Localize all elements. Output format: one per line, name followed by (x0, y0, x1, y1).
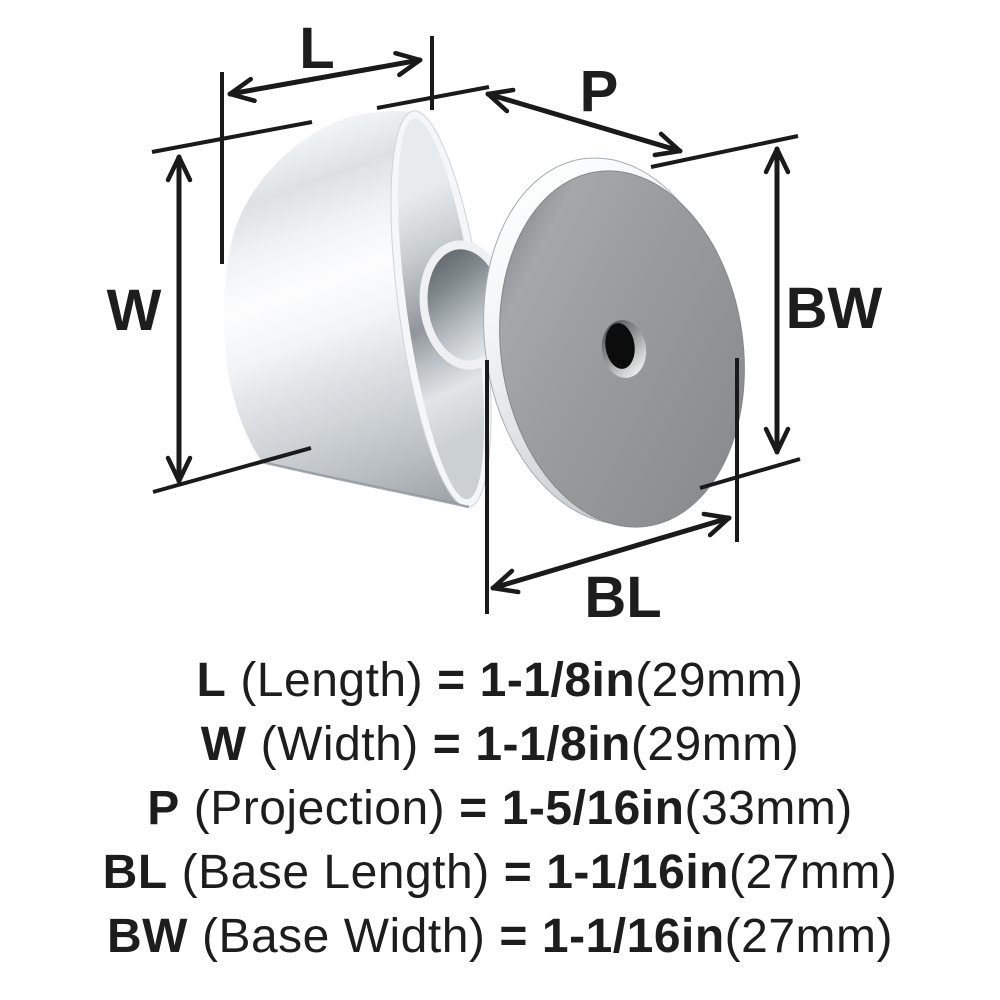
spec-name: (Projection) (193, 782, 446, 835)
spec-metric: (29mm) (635, 654, 804, 707)
spec-name: (Length) (240, 654, 424, 707)
spec-name: (Width) (260, 718, 419, 771)
label-projection: P (580, 59, 619, 124)
base-length-dimension-arrow (490, 511, 732, 595)
projection-extension-left (376, 85, 490, 110)
knob-diagram-svg: L W P BW BL (107, 16, 883, 630)
projection-dimension-arrow (485, 87, 683, 158)
spec-code: BL (102, 846, 168, 899)
spec-equals: = (499, 910, 528, 963)
label-base-width: BW (786, 276, 883, 341)
spec-metric: (27mm) (724, 910, 893, 963)
spec-row-width: W (Width) = 1-1/8in (29mm) (201, 713, 799, 777)
spec-value: 1-5/16in (501, 782, 685, 835)
screw-hole (605, 323, 635, 369)
spec-name: (Base Width) (201, 910, 486, 963)
spec-equals: = (459, 782, 488, 835)
dimension-specs: L (Length) = 1-1/8in (29mm) W (Width) = … (0, 649, 1000, 969)
label-width: W (107, 278, 162, 343)
spec-code: L (196, 654, 227, 707)
spec-equals: = (437, 654, 466, 707)
width-extension-bottom (152, 446, 312, 494)
knob-head-bottom-edge (261, 460, 470, 509)
spec-metric: (33mm) (684, 782, 853, 835)
label-base-length: BL (584, 565, 661, 630)
spec-row-base-length: BL (Base Length) = 1-1/16in (27mm) (103, 841, 898, 905)
spec-name: (Base Length) (181, 846, 490, 899)
spec-value: 1-1/16in (541, 910, 725, 963)
spec-code: W (200, 718, 247, 771)
dimension-labels: L W P BW BL (107, 16, 883, 630)
spec-value: 1-1/8in (479, 654, 636, 707)
spec-equals: = (432, 718, 462, 771)
projection-extension-right (650, 134, 799, 169)
spec-value: 1-1/8in (475, 718, 631, 771)
label-length: L (299, 16, 334, 81)
spec-metric: (27mm) (728, 846, 898, 899)
spec-metric: (29mm) (630, 718, 800, 771)
spec-code: BW (107, 910, 188, 963)
spec-code: P (147, 782, 180, 835)
dimension-lines (151, 36, 801, 614)
spec-equals: = (503, 846, 533, 899)
spec-row-length: L (Length) = 1-1/8in (29mm) (196, 649, 803, 713)
spec-row-projection: P (Projection) = 1-5/16in (33mm) (147, 777, 853, 841)
width-extension-top (151, 120, 313, 154)
spec-value: 1-1/16in (546, 846, 729, 899)
knob-illustration (223, 110, 745, 528)
base-width-extension-bottom (699, 457, 801, 490)
length-dimension-arrow (227, 50, 423, 104)
spec-row-base-width: BW (Base Width) = 1-1/16in (27mm) (107, 905, 893, 969)
